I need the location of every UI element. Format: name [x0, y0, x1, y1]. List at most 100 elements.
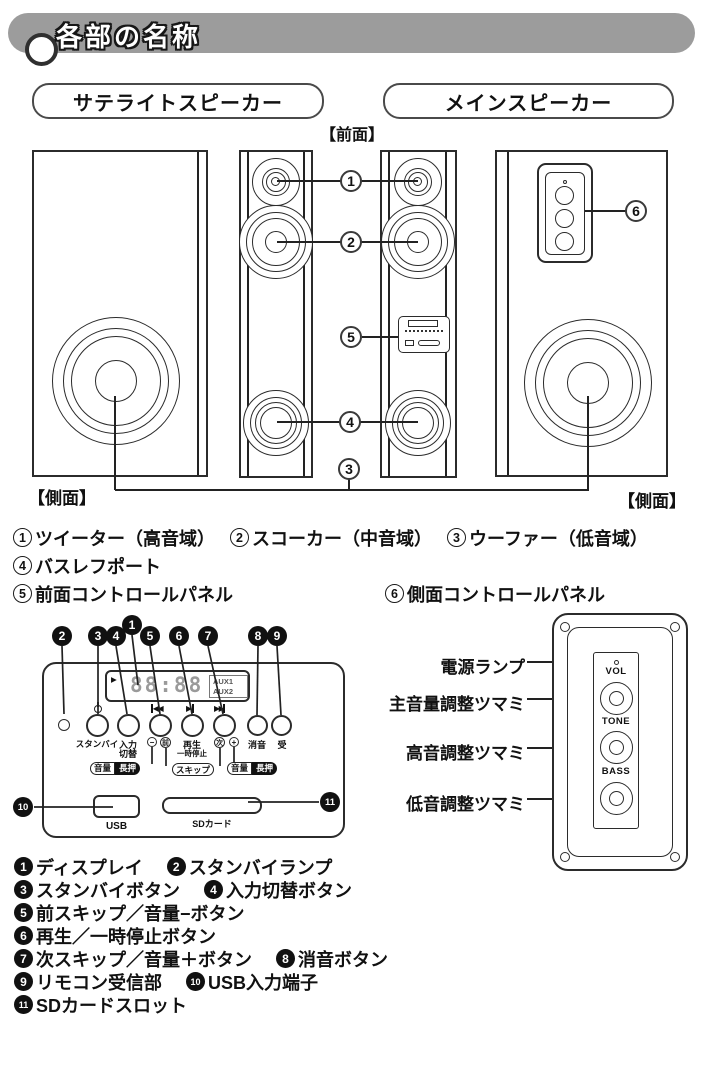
tone-text: TONE: [601, 716, 631, 727]
line-standby-lamp: [61, 645, 65, 715]
usb-label: USB: [105, 821, 128, 832]
legend-number: 9: [14, 972, 33, 991]
legend-label: スタンバイボタン: [36, 880, 180, 901]
callout-6: 6: [625, 200, 647, 222]
fp-callout-3: 3: [88, 626, 108, 646]
volume-knob-center: [609, 691, 624, 706]
callout-4: 4: [339, 411, 361, 433]
screw-icon: [670, 852, 680, 862]
skip-badge: スキップ: [172, 763, 214, 776]
input-label-line1: 入力: [118, 740, 137, 750]
part-number: 2: [230, 528, 249, 547]
main-speaker-label: メインスピーカー: [383, 83, 674, 119]
tower-edge-line: [388, 152, 390, 476]
vol-text: VOL: [605, 666, 627, 677]
legend-label: 前スキップ／音量−ボタン: [36, 903, 245, 924]
callout-line-woofer: [115, 489, 589, 491]
legend-number: 8: [276, 949, 295, 968]
mini-front-panel: [398, 316, 450, 353]
sd-card-slot: [162, 797, 262, 814]
receiver-label: 受: [277, 740, 287, 750]
callout-1: 1: [340, 170, 362, 192]
legend-number: 2: [166, 857, 186, 876]
next-bar: [223, 704, 226, 713]
legend-label: 次スキップ／音量＋ボタン: [36, 949, 252, 970]
screw-icon: [560, 622, 570, 632]
badge-hold: 長押: [115, 762, 141, 775]
bass-knob-small: [555, 232, 574, 251]
screw-icon: [560, 852, 570, 862]
prev-skip-icon: ◀◀: [151, 704, 164, 713]
standby-label: スタンバイ: [75, 739, 119, 749]
page-title: 各部の名称: [56, 22, 202, 52]
fp-callout-6: 6: [169, 626, 189, 646]
display-digits: 88:88: [130, 673, 204, 697]
legend-number: 6: [14, 926, 33, 945]
minus-mark: −: [147, 737, 157, 747]
legend-number: 3: [14, 880, 33, 899]
fp-callout-11: 11: [320, 792, 340, 812]
mini-button-dots: [405, 330, 443, 332]
input-label-line2: 切替: [118, 749, 137, 759]
legend-number: 4: [204, 880, 223, 899]
line-next-button: [207, 645, 224, 715]
plus-mark: +: [229, 737, 239, 747]
line-mute-button: [256, 645, 259, 716]
tower-edge-line: [247, 152, 249, 476]
volume-hold-badge-left: 音量 長押: [90, 762, 141, 775]
part-number: 1: [13, 528, 32, 547]
main-side-edge-line: [507, 152, 509, 475]
part-number: 6: [385, 584, 404, 603]
bass-label: 低音調整ツマミ: [406, 795, 525, 814]
legend-label: USB入力端子: [208, 972, 319, 993]
mini-sd-slot: [418, 340, 440, 346]
fp-callout-2: 2: [52, 626, 72, 646]
part-label: ウーファー（低音域）: [469, 528, 648, 549]
fp-callout-4: 4: [106, 626, 126, 646]
legend-label: 再生／一時停止ボタン: [36, 926, 216, 947]
play-label: 再生: [182, 740, 201, 750]
legend-label: スタンバイランプ: [188, 857, 333, 878]
power-led: [614, 660, 619, 665]
pause-bar: [192, 704, 194, 713]
tone-knob-small: [555, 209, 574, 228]
part-number: 4: [13, 556, 32, 575]
part-number: 3: [447, 528, 466, 547]
callout-line-side-panel: [585, 210, 626, 212]
legend-number: 11: [14, 995, 33, 1014]
part-label: スコーカー（中音域）: [252, 528, 432, 549]
leader-lines-group: [34, 634, 319, 808]
treble-label: 高音調整ツマミ: [406, 744, 525, 763]
callout-5: 5: [340, 326, 362, 348]
next-mark: 次: [214, 737, 225, 748]
legend-label: 入力切替ボタン: [226, 880, 352, 901]
prev-skip-button: [149, 714, 172, 737]
play-pause-button: [181, 714, 204, 737]
standby-lamp: [58, 719, 70, 731]
next-skip-button: [213, 714, 236, 737]
front-panel-leader-lines: [34, 634, 319, 808]
input-select-button: [117, 714, 140, 737]
mini-display: [408, 320, 438, 327]
callout-line-front-panel: [362, 336, 398, 338]
woofer-cap: [95, 360, 137, 402]
part-number: 5: [13, 584, 32, 603]
